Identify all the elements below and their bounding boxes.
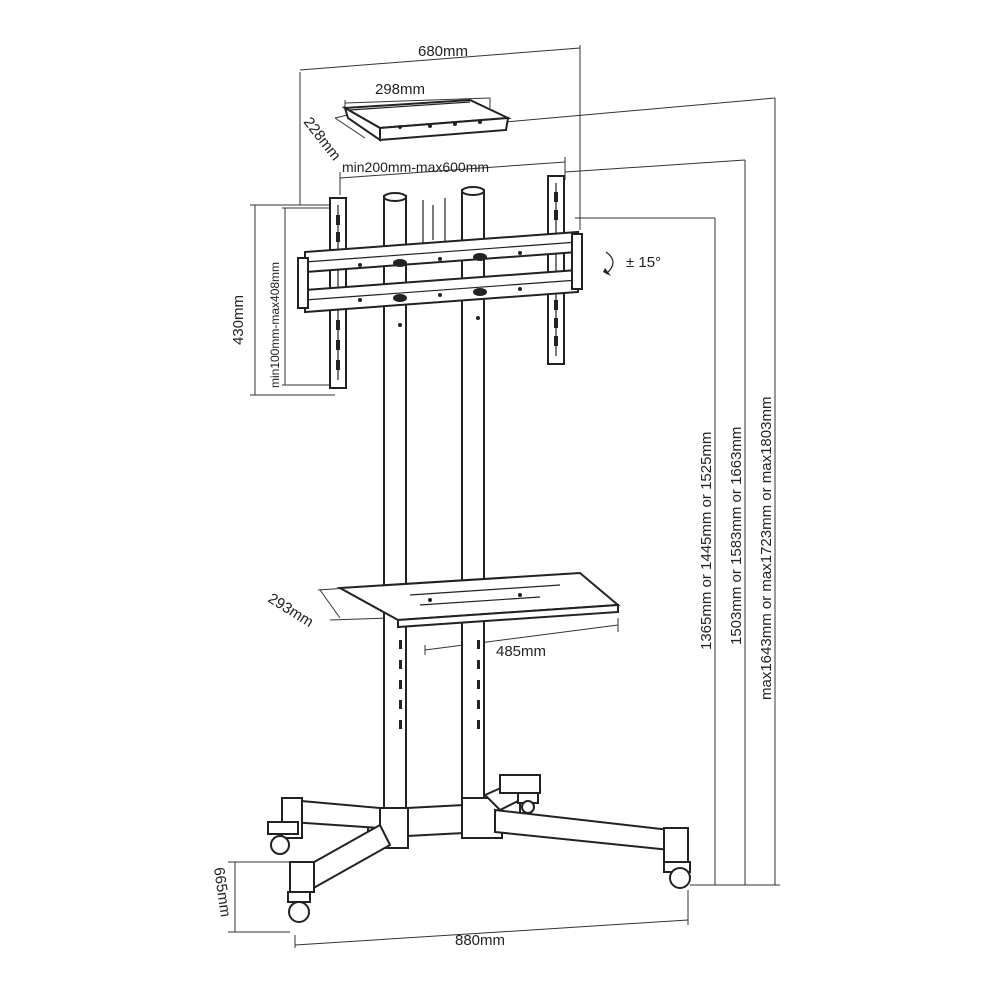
caster-back-left bbox=[267, 821, 299, 855]
height-option-1-label: 1365mm or 1445mm or 1525mm bbox=[698, 432, 715, 650]
caster-front-left bbox=[287, 891, 311, 923]
base-width-dimension: 880mm bbox=[294, 890, 689, 949]
height-option-3-label: max1643mm or max1723mm or max1803mm bbox=[758, 397, 775, 700]
base-leg-front-right bbox=[494, 808, 689, 863]
overall-width-dimension: 680mm bbox=[299, 43, 581, 230]
base-depth-label: 665mm bbox=[210, 866, 234, 918]
top-plate-width-label: 298mm bbox=[375, 81, 425, 98]
vesa-horizontal-dimension: min200mm-max600mm bbox=[339, 157, 566, 195]
column-right bbox=[461, 186, 485, 831]
shelf bbox=[336, 571, 621, 629]
shelf-width-label: 485mm bbox=[496, 643, 546, 660]
caster-back-right bbox=[517, 792, 539, 814]
caster-front-right bbox=[663, 861, 691, 889]
top-plate-width-dimension: 298mm bbox=[344, 81, 491, 110]
tilt-label: ± 15° bbox=[626, 254, 661, 271]
column-height-holes bbox=[398, 316, 480, 729]
top-plate-depth-label: 228mm bbox=[300, 114, 344, 164]
vesa-vertical-dimension: min100mm-max408mm bbox=[268, 207, 330, 388]
overall-width-label: 680mm bbox=[418, 43, 468, 60]
base-width-label: 880mm bbox=[455, 932, 505, 949]
height-option-2-label: 1503mm or 1583mm or 1663mm bbox=[728, 427, 745, 645]
vesa-vertical-label: min100mm-max408mm bbox=[268, 262, 282, 388]
height-dimension-2: 1503mm or 1583mm or 1663mm bbox=[564, 159, 746, 885]
tilt-arc-icon bbox=[605, 251, 614, 275]
shelf-depth-label: 293mm bbox=[265, 590, 316, 631]
bracket-height-label: 430mm bbox=[230, 295, 247, 345]
height-dimension-3: max1643mm or max1723mm or max1803mm bbox=[504, 97, 776, 885]
tilt-indicator: ± 15° bbox=[603, 251, 661, 276]
base-depth-dimension: 665mm bbox=[210, 861, 290, 933]
height-dimension-1: 1365mm or 1445mm or 1525mm bbox=[575, 217, 716, 885]
tilt-arrow-icon bbox=[603, 268, 611, 276]
vesa-horizontal-label: min200mm-max600mm bbox=[342, 159, 489, 175]
shelf-width-dimension: 485mm bbox=[424, 618, 619, 660]
vesa-arm-right bbox=[547, 175, 565, 365]
base-leg-front-left bbox=[289, 823, 392, 893]
bracket-height-dimension: 430mm bbox=[230, 204, 335, 396]
top-plate bbox=[341, 98, 512, 142]
vesa-rail-lower bbox=[304, 268, 579, 314]
